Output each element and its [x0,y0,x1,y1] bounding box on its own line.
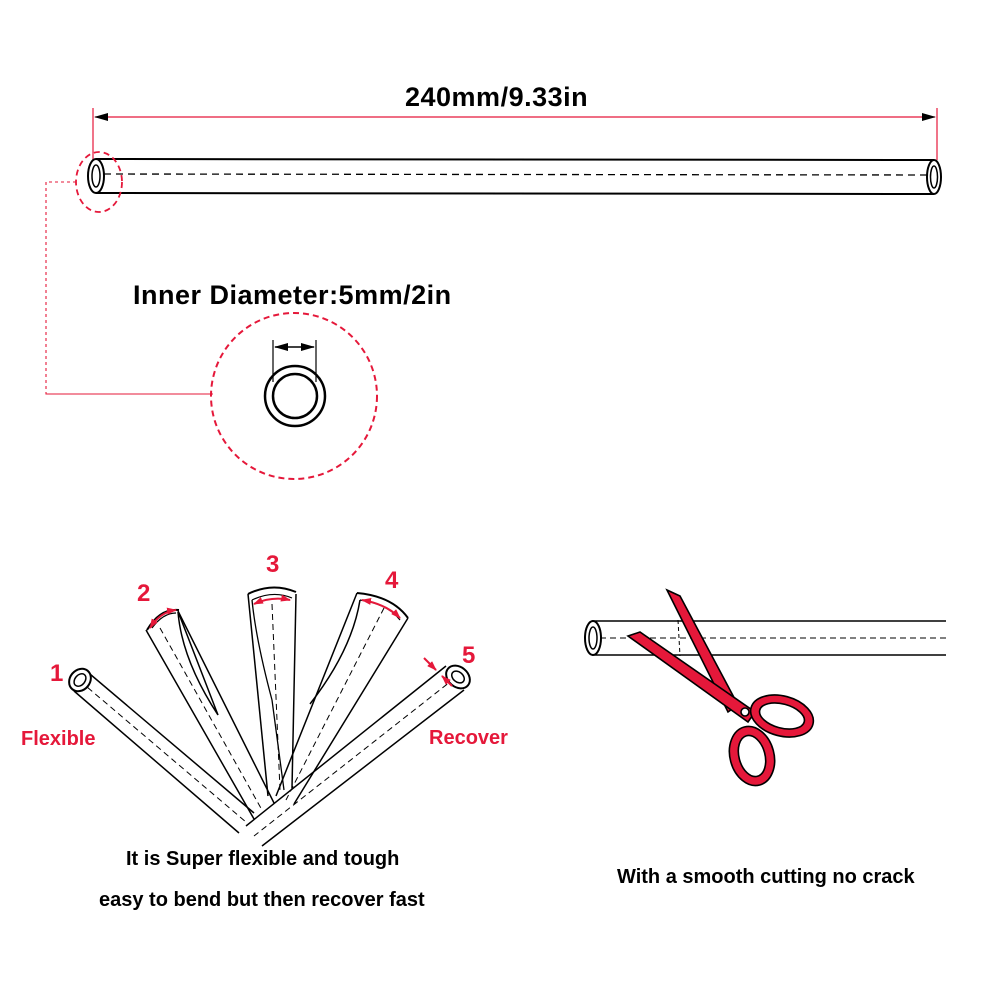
cross-section-callout [45,151,378,480]
recover-label: Recover [429,727,508,749]
inner-diameter-label: Inner Diameter:5mm/2in [133,280,452,310]
bend-tube-5 [245,664,471,847]
flex-caption-line1: It is Super flexible and tough [126,848,400,870]
length-dimension [92,108,938,160]
bend-tube-1 [68,667,255,834]
bend-step-5: 5 [462,642,476,669]
bend-step-1: 1 [50,660,64,687]
cut-caption: With a smooth cutting no crack [617,866,915,888]
full-tube [87,158,942,195]
bending-illustration [68,586,471,847]
bend-step-2: 2 [137,580,151,607]
cutting-illustration [584,619,946,657]
length-label: 240mm/9.33in [405,82,589,112]
flex-caption-line2: easy to bend but then recover fast [99,889,425,911]
scissors-icon [626,588,815,787]
bend-step-3: 3 [266,551,280,578]
bend-step-4: 4 [385,567,399,594]
flexible-label: Flexible [21,728,96,750]
bend-tube-2 [145,608,275,820]
